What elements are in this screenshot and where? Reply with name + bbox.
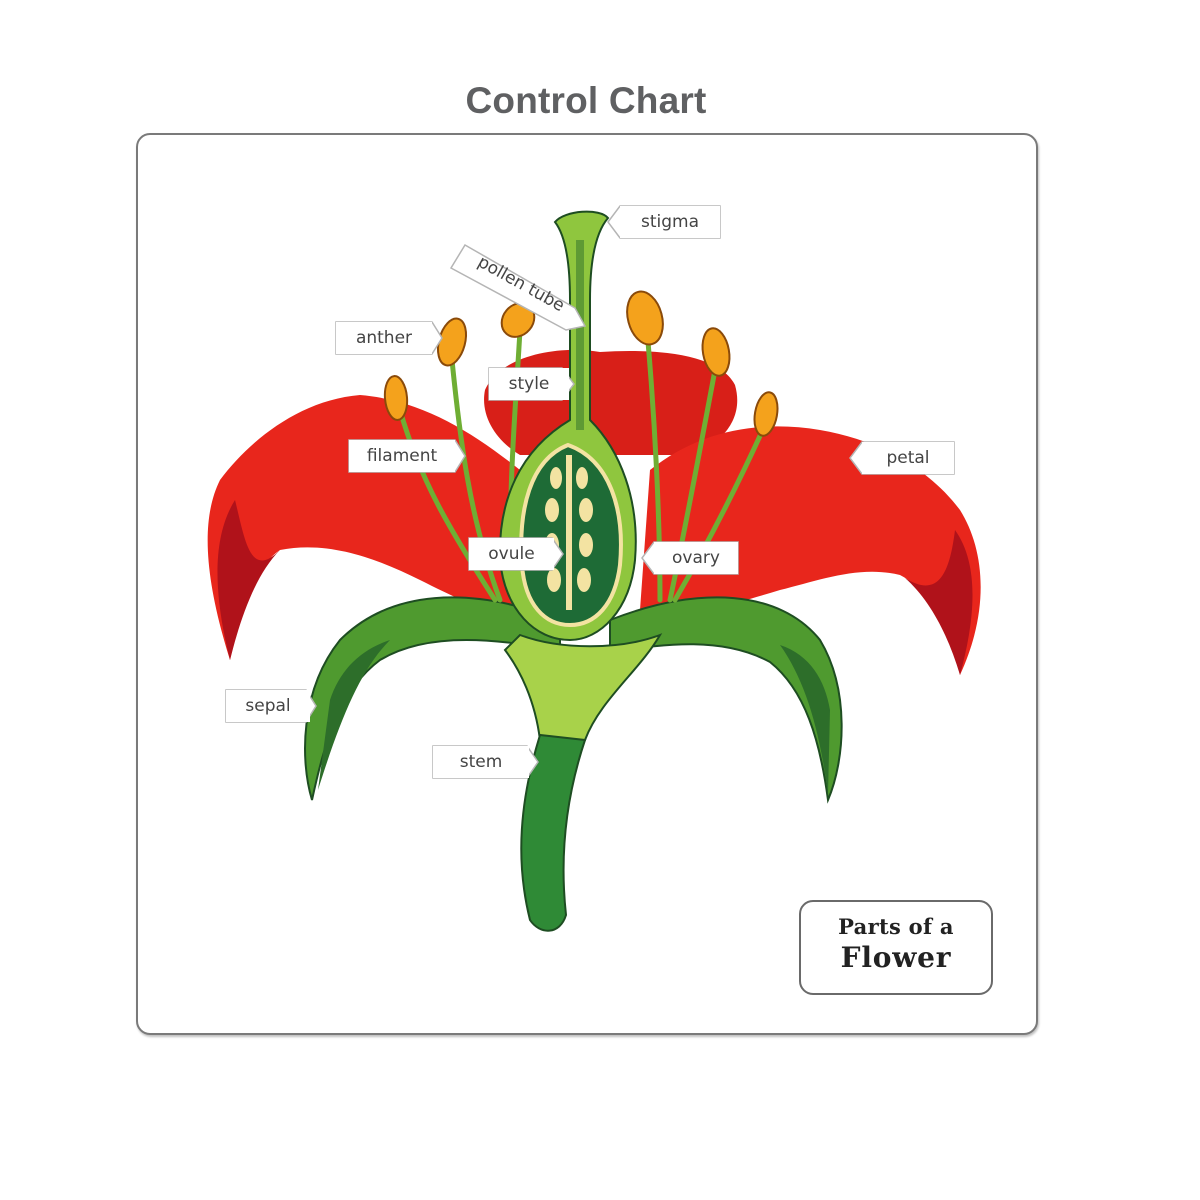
tag-pollen-tube-shape xyxy=(449,243,587,331)
label-stem: stem xyxy=(433,746,529,778)
label-ovary: ovary xyxy=(654,542,738,574)
label-petal: petal xyxy=(862,442,954,474)
back-petal xyxy=(484,349,738,455)
badge-line-2: Flower xyxy=(840,941,952,974)
right-petal xyxy=(640,426,981,675)
label-ovule: ovule xyxy=(469,538,554,570)
label-stigma: stigma xyxy=(620,206,720,238)
left-sepal xyxy=(304,596,561,801)
stem-shape xyxy=(520,733,587,932)
right-sepal xyxy=(609,596,843,804)
receptacle xyxy=(503,633,663,741)
label-filament: filament xyxy=(349,440,455,472)
subject-badge: Parts of a Flower xyxy=(799,900,993,995)
label-style: style xyxy=(489,368,569,400)
badge-line-1: Parts of a xyxy=(838,914,954,939)
page-title: Control Chart xyxy=(465,80,707,121)
anthers xyxy=(383,290,779,437)
label-anther: anther xyxy=(336,322,432,354)
label-sepal: sepal xyxy=(226,690,310,722)
